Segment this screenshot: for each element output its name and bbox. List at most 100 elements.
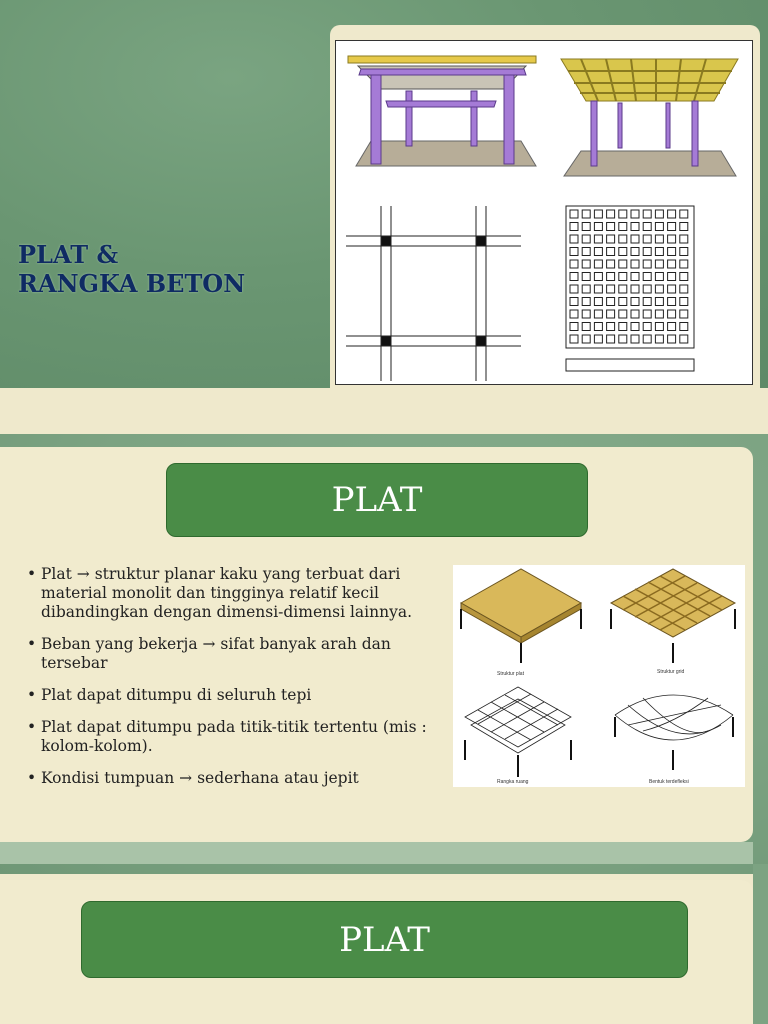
waffle-cell [667, 284, 677, 294]
waffle-cell [654, 334, 664, 344]
waffle-cell [630, 209, 640, 219]
waffle-cell [593, 247, 603, 256]
slide-2-title-box: PLAT [166, 463, 588, 537]
waffle-cell [654, 209, 664, 219]
waffle-cell [630, 234, 640, 244]
waffle-cell [581, 284, 591, 294]
waffle-cell [667, 234, 677, 244]
waffle-cell [679, 272, 689, 281]
waffle-cell [618, 222, 628, 231]
waffle-cell [642, 234, 652, 244]
slab-frame-figure [335, 40, 753, 385]
waffle-cell [581, 222, 591, 231]
waffle-cell [630, 297, 640, 306]
waffle-cell [654, 247, 664, 256]
waffle-cell [654, 284, 664, 294]
waffle-cell [593, 297, 603, 306]
bullet-item: Beban yang bekerja → sifat banyak arah d… [27, 635, 445, 673]
waffle-cell [593, 284, 603, 294]
slide-3-title: PLAT [339, 919, 430, 960]
waffle-cell [581, 209, 591, 219]
waffle-cell [642, 309, 652, 319]
waffle-cell [642, 334, 652, 344]
slide-3-background [753, 864, 768, 1024]
waffle-cell [606, 234, 616, 244]
waffle-cell [667, 272, 677, 281]
waffle-cell [642, 272, 652, 281]
waffle-cell [569, 322, 579, 331]
waffle-cell [642, 322, 652, 331]
slide-2-bullet-list: Plat → struktur planar kaku yang terbuat… [27, 565, 445, 801]
waffle-cell [679, 334, 689, 344]
slab-frame-drawings [346, 55, 739, 381]
waffle-cell [642, 209, 652, 219]
waffle-cell [606, 309, 616, 319]
waffle-cell [618, 322, 628, 331]
structure-types-figure: Struktur plat Struktur grid Rangka ruang [453, 565, 745, 787]
waffle-cell [569, 209, 579, 219]
waffle-cell [630, 322, 640, 331]
waffle-cell [618, 209, 628, 219]
waffle-cell [569, 272, 579, 281]
waffle-cell [618, 259, 628, 269]
waffle-cell [667, 297, 677, 306]
waffle-cell [618, 247, 628, 256]
waffle-cell [667, 322, 677, 331]
bullet-item: Plat → struktur planar kaku yang terbuat… [27, 565, 445, 622]
slide-1-title: PLAT & RANGKA BETON [18, 240, 245, 298]
slide-2-bottom-strip [0, 842, 753, 864]
bullet-item: Kondisi tumpuan → sederhana atau jepit [27, 769, 445, 788]
waffle-cell [593, 209, 603, 219]
waffle-cell [679, 284, 689, 294]
waffle-cell [569, 284, 579, 294]
slide-1-title-line-2: RANGKA BETON [18, 269, 246, 298]
waffle-cell [630, 309, 640, 319]
bullet-item: Plat dapat ditumpu pada titik-titik tert… [27, 718, 445, 756]
waffle-cell [618, 284, 628, 294]
waffle-cell [569, 334, 579, 344]
waffle-cell [593, 222, 603, 231]
waffle-cell [667, 222, 677, 231]
waffle-cell [593, 322, 603, 331]
waffle-cell [630, 334, 640, 344]
waffle-cell [569, 309, 579, 319]
waffle-cell [593, 259, 603, 269]
slide-2-title: PLAT [331, 480, 423, 520]
waffle-cell [593, 309, 603, 319]
waffle-cell [630, 284, 640, 294]
waffle-cell [630, 222, 640, 231]
waffle-cell [654, 222, 664, 231]
waffle-cell [569, 259, 579, 269]
waffle-cell [667, 334, 677, 344]
waffle-cell [593, 234, 603, 244]
waffle-cell [618, 272, 628, 281]
caption-space-frame: Rangka ruang [497, 779, 529, 785]
bullet-item: Plat dapat ditumpu di seluruh tepi [27, 686, 445, 705]
deflected-shape-drawing [614, 694, 734, 770]
waffle-cell [642, 284, 652, 294]
waffle-cell [630, 259, 640, 269]
waffle-cell [679, 247, 689, 256]
plate-structure-drawing [459, 568, 583, 663]
waffle-cell [654, 234, 664, 244]
waffle-cell [593, 334, 603, 344]
waffle-cell [667, 247, 677, 256]
waffle-cell [654, 322, 664, 331]
waffle-cell [642, 297, 652, 306]
waffle-cell [606, 322, 616, 331]
waffle-cell [679, 297, 689, 306]
waffle-cell [581, 334, 591, 344]
waffle-cell [618, 334, 628, 344]
slide-1-title-line-1: PLAT & [18, 240, 119, 269]
waffle-cell [581, 272, 591, 281]
slab-plan-drawing [346, 206, 521, 381]
waffle-cell [679, 209, 689, 219]
space-frame-drawing [464, 686, 572, 777]
slide-gap [0, 388, 768, 434]
waffle-cell [581, 247, 591, 256]
waffle-cell [679, 234, 689, 244]
waffle-cell [569, 297, 579, 306]
waffle-cell [667, 309, 677, 319]
waffle-cell [581, 322, 591, 331]
waffle-cell [642, 247, 652, 256]
